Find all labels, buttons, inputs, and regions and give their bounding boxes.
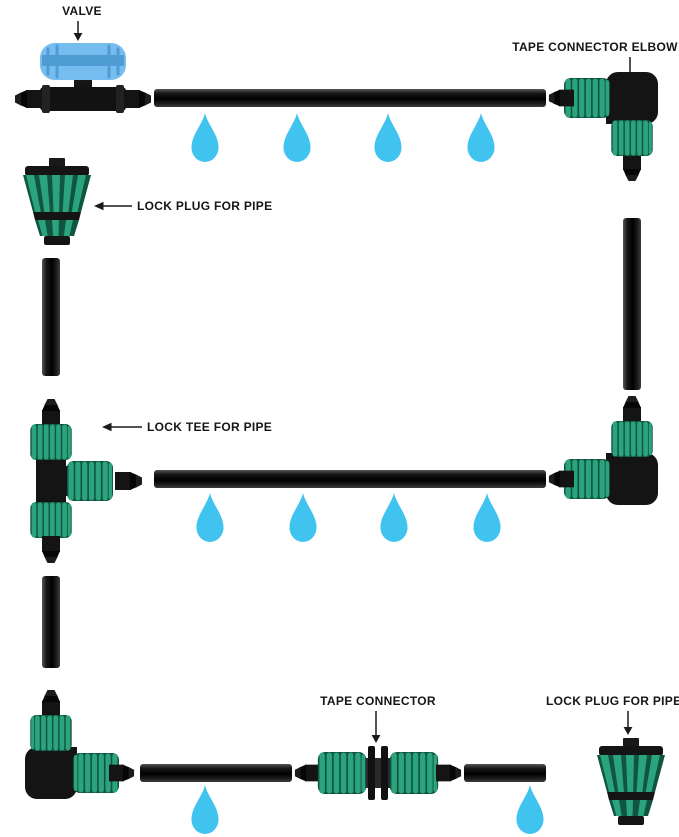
- water-drop-icon: [371, 112, 405, 164]
- tape-connector-arrow-icon: [371, 711, 381, 743]
- elbow-top-right-icon: [548, 72, 658, 181]
- tape-connector-elbow-label: TAPE CONNECTOR ELBOW: [512, 40, 678, 54]
- tape-connector-label: TAPE CONNECTOR: [320, 694, 436, 708]
- valve-arrow-icon: [73, 21, 83, 41]
- tape-connector-icon: [294, 746, 462, 800]
- pipe-right: [623, 218, 641, 390]
- water-drop-icon: [193, 492, 227, 544]
- pipe-top: [154, 89, 546, 107]
- elbow-middle-right-icon: [548, 396, 658, 505]
- water-drop-icon: [286, 492, 320, 544]
- water-drop-icon: [513, 784, 547, 836]
- elbow-bottom-left-icon: [25, 690, 135, 799]
- water-drop-icon: [188, 784, 222, 836]
- water-drop-icon: [464, 112, 498, 164]
- lock-plug-bottom-label: LOCK PLUG FOR PIPE: [546, 694, 679, 708]
- pipe-bottom-left: [140, 764, 292, 782]
- lock-plug-top-icon: [23, 158, 91, 245]
- lock-tee-label: LOCK TEE FOR PIPE: [147, 420, 273, 434]
- water-drop-icon: [377, 492, 411, 544]
- valve-label: VALVE: [62, 4, 102, 18]
- valve-icon: [15, 43, 151, 113]
- lock-plug-bottom-arrow-icon: [623, 711, 633, 735]
- pipe-left-upper: [42, 258, 60, 376]
- pipe-left-lower: [42, 576, 60, 668]
- pipe-middle: [154, 470, 546, 488]
- lock-tee-arrow-icon: [102, 422, 142, 432]
- lock-plug-top-label: LOCK PLUG FOR PIPE: [137, 199, 273, 213]
- lock-plug-top-arrow-icon: [94, 201, 132, 211]
- pipe-bottom-right: [464, 764, 546, 782]
- lock-plug-bottom-icon: [597, 738, 665, 825]
- water-drop-icon: [280, 112, 314, 164]
- water-drop-icon: [188, 112, 222, 164]
- water-drop-icon: [470, 492, 504, 544]
- lock-tee-icon: [30, 399, 142, 563]
